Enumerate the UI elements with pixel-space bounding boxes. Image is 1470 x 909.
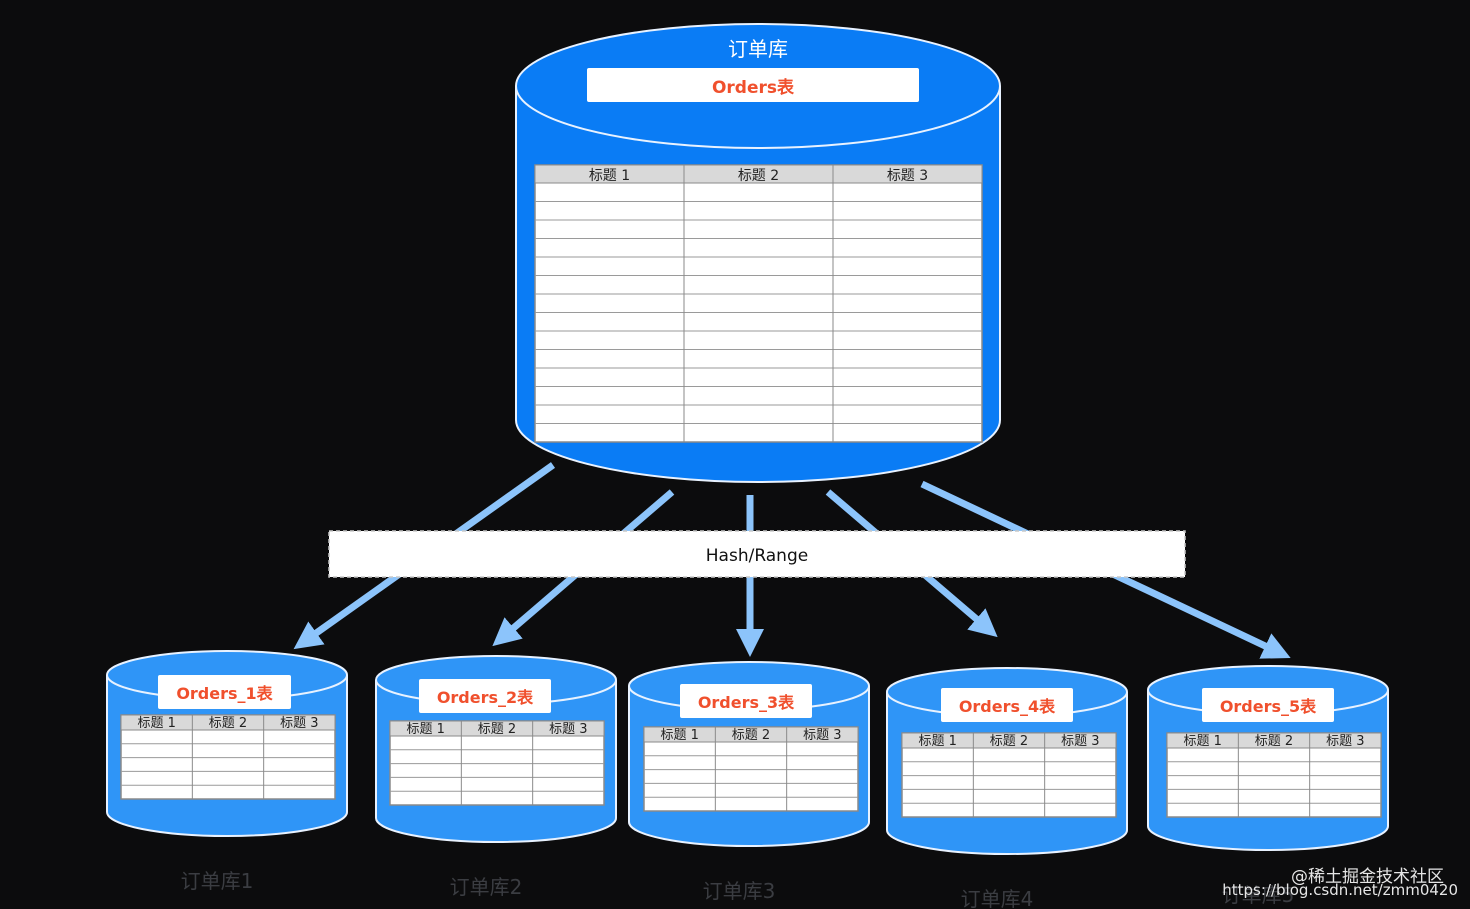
shard-2-table-header	[389, 720, 605, 737]
shard-3-header-1: 标题 1	[660, 728, 698, 743]
router-label: Hash/Range	[706, 546, 808, 566]
shard-5-header-2: 标题 2	[1255, 734, 1293, 749]
main-table-name-box	[587, 68, 919, 102]
router: Hash/Range	[328, 530, 1186, 578]
main-database: 订单库 Orders表 标题 1 标题 2 标题 3	[515, 23, 1001, 483]
shard-1-table-name-box	[158, 675, 291, 709]
main-header-1: 标题 1	[589, 168, 630, 184]
shard-4-db-label: 订单库4	[961, 887, 1034, 909]
shard-5-header-1: 标题 1	[1183, 734, 1221, 749]
shard-3-table-name-box	[680, 684, 812, 718]
shard-5-table-header	[1166, 732, 1382, 749]
shard-2-db-label: 订单库2	[450, 875, 523, 899]
shard-5-table-name: Orders_5表	[1220, 697, 1317, 716]
shard-4-table-name-box	[941, 688, 1073, 722]
main-table-name: Orders表	[712, 77, 795, 98]
shard-2-header-2: 标题 2	[478, 722, 516, 737]
main-db-title: 订单库	[728, 37, 788, 61]
shard-1-header-2: 标题 2	[209, 716, 247, 731]
shard-1-table-header	[120, 714, 336, 731]
shard-3-table-header	[643, 726, 859, 743]
shard-4-table-name: Orders_4表	[959, 697, 1056, 716]
shard-2-header-3: 标题 3	[549, 722, 587, 737]
shard-3-header-2: 标题 2	[732, 728, 770, 743]
shard-3-table-name: Orders_3表	[698, 693, 795, 712]
main-table-body	[534, 164, 983, 443]
shard-4-table-header	[901, 732, 1117, 749]
main-header-2: 标题 2	[738, 168, 779, 184]
main-header-3: 标题 3	[887, 168, 928, 184]
shard-3-header-3: 标题 3	[803, 728, 841, 743]
router-box	[328, 530, 1186, 578]
shard-1-header-1: 标题 1	[137, 716, 175, 731]
shard-4-header-1: 标题 1	[918, 734, 956, 749]
shard-2-table-name: Orders_2表	[437, 688, 534, 707]
watermark-site: @稀土掘金技术社区	[1291, 867, 1444, 887]
shard-1-header-3: 标题 3	[280, 716, 318, 731]
shard-1-table-name: Orders_1表	[176, 684, 273, 703]
watermark-url: https://blog.csdn.net/zmm0420	[1222, 881, 1458, 899]
shard-4-header-2: 标题 2	[990, 734, 1028, 749]
shard-2-table-name-box	[419, 679, 551, 713]
shard-3-db-label: 订单库3	[703, 879, 776, 903]
shard-2-header-1: 标题 1	[406, 722, 444, 737]
main-table-grid: 标题 1 标题 2 标题 3	[534, 164, 983, 443]
shard-1-db-label: 订单库1	[181, 869, 254, 893]
shard-4-header-3: 标题 3	[1061, 734, 1099, 749]
main-table-header	[534, 164, 983, 184]
shard-5-header-3: 标题 3	[1326, 734, 1364, 749]
shard-5-db-label: 订单库5	[1222, 883, 1295, 907]
shard-5-table-name-box	[1202, 688, 1334, 722]
